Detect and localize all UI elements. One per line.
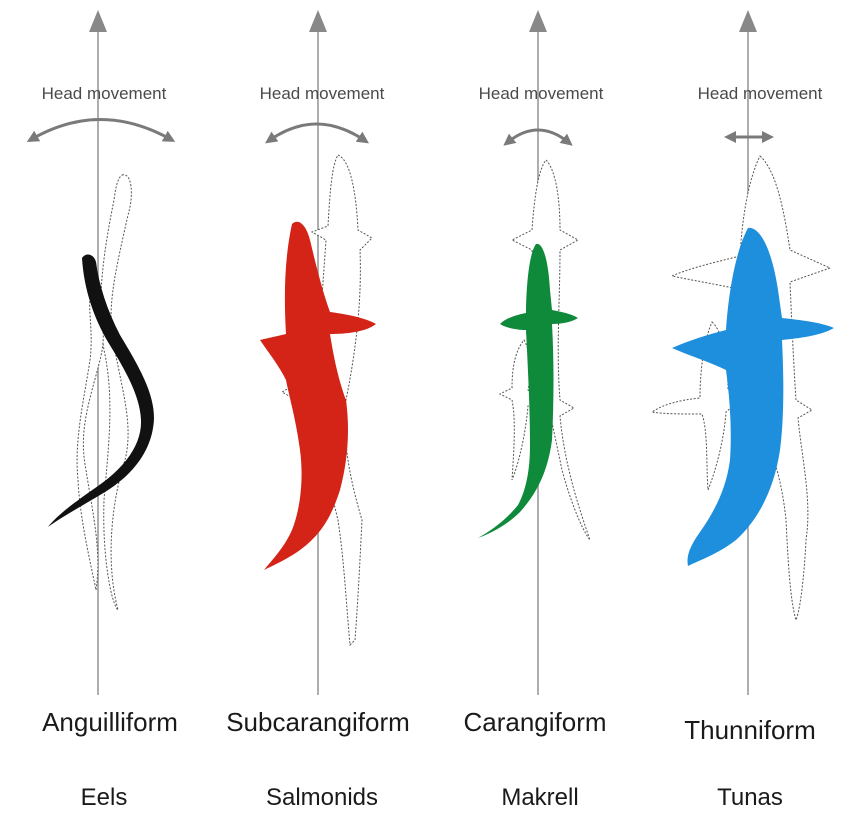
- head-movement-label: Head movement: [260, 84, 385, 103]
- head-swing-arrow-icon: [270, 124, 364, 140]
- swimming-mode-label: Thunniform: [684, 715, 816, 745]
- column-anguilliform: Head movement Anguilliform Eels: [32, 10, 178, 811]
- column-thunniform: Head movement Thunniform Tunas: [652, 10, 834, 811]
- swimming-mode-label: Carangiform: [463, 707, 606, 737]
- up-arrow-icon: [739, 10, 757, 32]
- head-movement-label: Head movement: [42, 84, 167, 103]
- ghost-outline-eel: [77, 175, 131, 610]
- example-fish-label: Eels: [81, 784, 128, 811]
- column-carangiform: Head movement Carangiform Makrell: [463, 10, 606, 811]
- example-fish-label: Tunas: [717, 784, 783, 811]
- swimming-mode-label: Subcarangiform: [226, 707, 410, 737]
- head-swing-arrow-icon: [32, 120, 170, 140]
- head-movement-label: Head movement: [698, 84, 823, 103]
- up-arrow-icon: [529, 10, 547, 32]
- up-arrow-icon: [309, 10, 327, 32]
- example-fish-label: Salmonids: [266, 784, 378, 811]
- swimming-mode-label: Anguilliform: [42, 707, 178, 737]
- swimmer-silhouette-anguilliform: [48, 255, 154, 527]
- head-movement-label: Head movement: [479, 84, 604, 103]
- up-arrow-icon: [89, 10, 107, 32]
- column-subcarangiform: Head movement Subcarangiform Salmonids: [226, 10, 410, 811]
- example-fish-label: Makrell: [501, 784, 578, 811]
